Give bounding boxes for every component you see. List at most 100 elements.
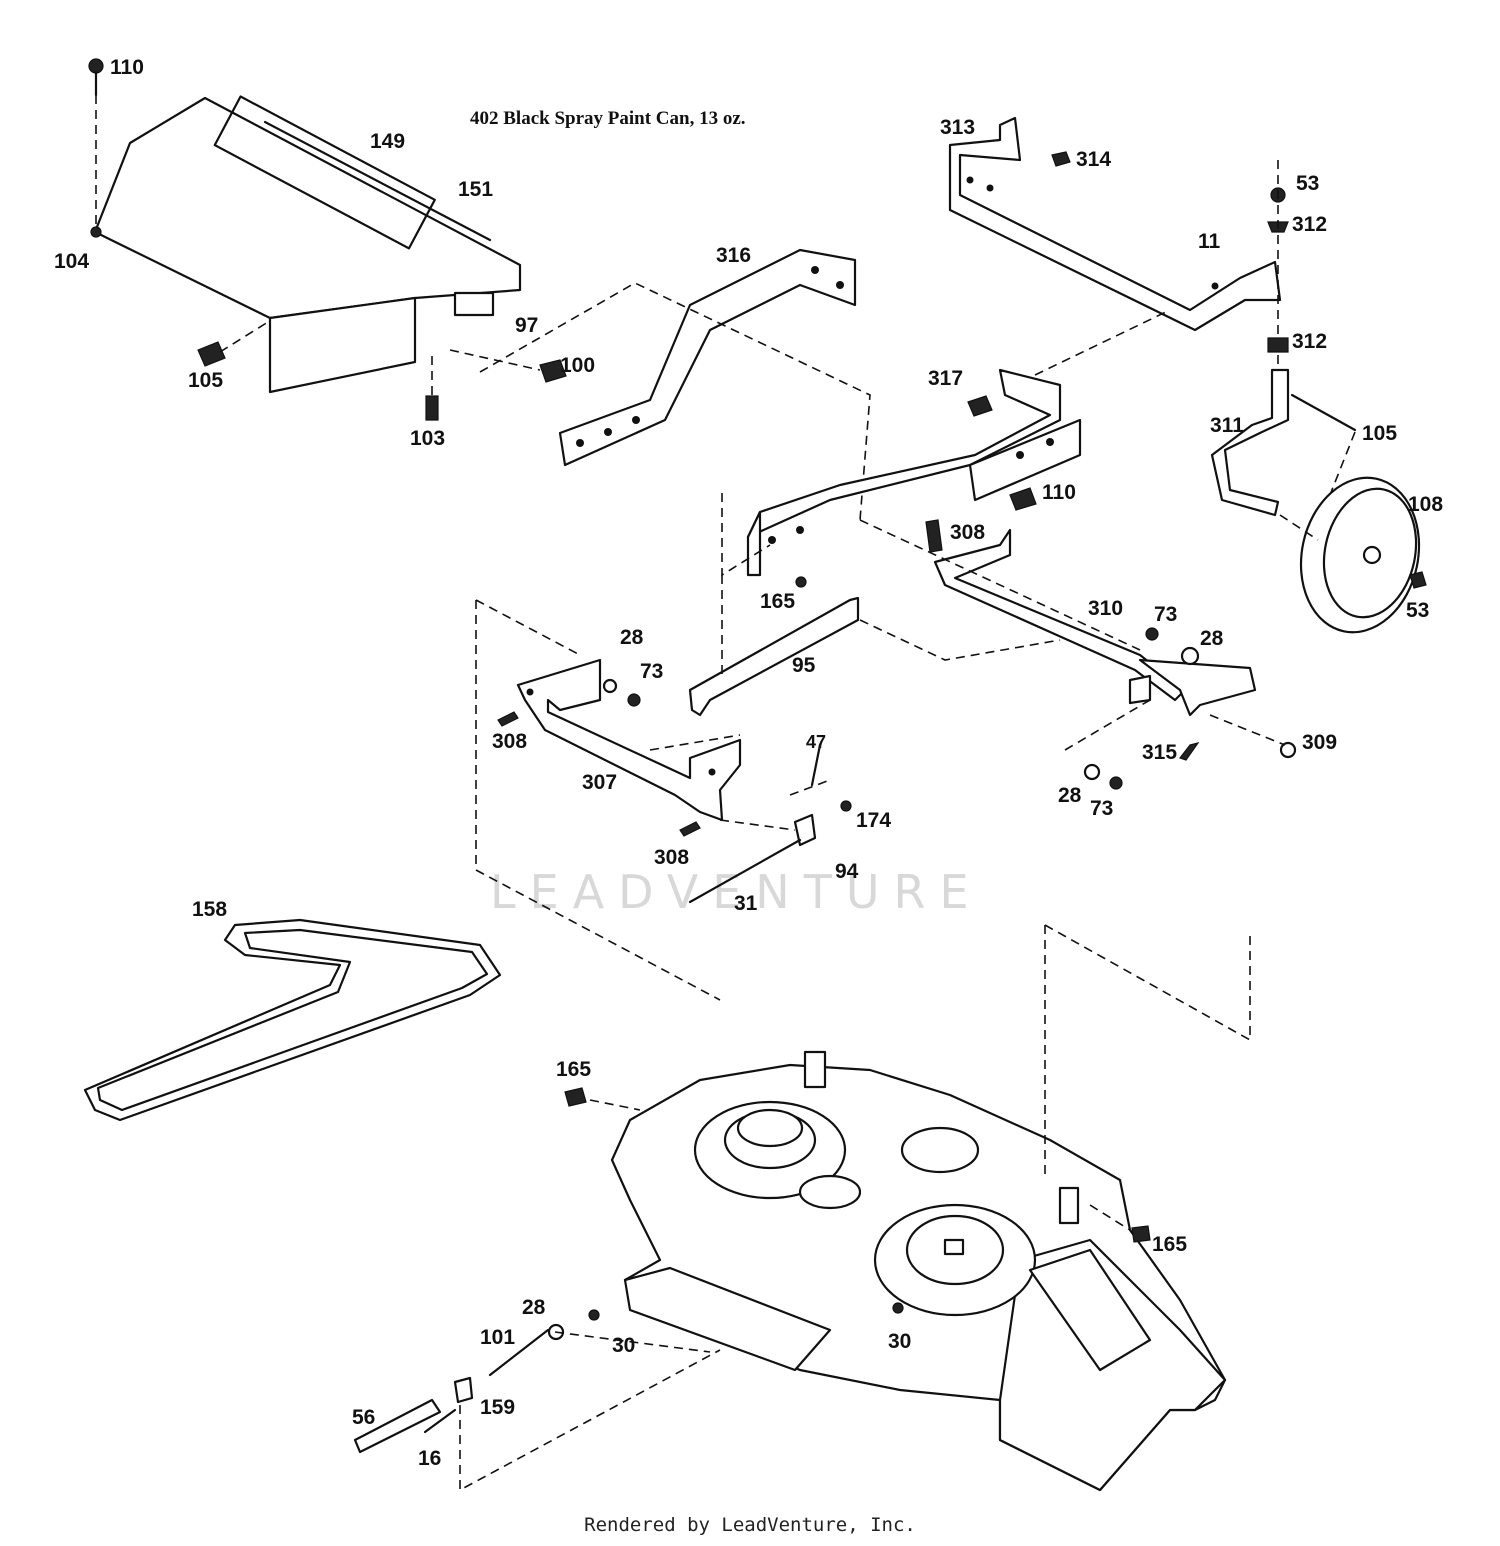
screw-165-link <box>795 576 807 588</box>
callout-28-right: 28 <box>1200 627 1224 650</box>
callout-94: 94 <box>835 860 859 883</box>
callout-47: 47 <box>806 732 826 752</box>
callout-30-spring: 30 <box>612 1334 635 1357</box>
callout-174: 174 <box>856 809 891 832</box>
callout-307: 307 <box>582 771 617 794</box>
screw-100 <box>539 359 567 383</box>
callout-103: 103 <box>410 427 445 450</box>
callout-110-top: 110 <box>110 56 144 79</box>
callout-312-bottom: 312 <box>1292 330 1327 353</box>
caster-fork-311 <box>1210 368 1290 517</box>
nut-30-deck <box>892 1302 904 1314</box>
callout-315: 315 <box>1142 741 1177 764</box>
callout-97: 97 <box>515 314 538 337</box>
screw-317 <box>967 395 993 417</box>
nut-73-right <box>1145 627 1159 641</box>
pin-315 <box>1179 742 1200 761</box>
callout-105: 105 <box>188 369 223 392</box>
callout-28-spring: 28 <box>522 1296 546 1319</box>
callout-308-top: 308 <box>950 521 985 544</box>
pin-16 <box>423 1408 457 1434</box>
callout-73-right: 73 <box>1154 603 1177 626</box>
washer-28-left <box>602 678 618 694</box>
screw-165-left <box>564 1087 587 1107</box>
callout-95: 95 <box>792 654 816 677</box>
callout-16: 16 <box>418 1447 441 1470</box>
nut-105 <box>197 341 226 367</box>
pin-308-bottom <box>679 821 701 837</box>
footer-credit: Rendered by LeadVenture, Inc. <box>584 1514 916 1536</box>
deck-tab-left <box>803 1050 827 1089</box>
idler-pulley <box>798 1126 980 1210</box>
nut-30-spring <box>588 1309 600 1321</box>
bolt-31 <box>688 838 802 904</box>
callout-165-right: 165 <box>1152 1233 1187 1256</box>
callout-labels: 110 149 151 104 97 105 100 103 316 313 3… <box>54 56 1443 1470</box>
deck-tab-right <box>1058 1186 1080 1225</box>
callout-317: 317 <box>928 367 963 390</box>
callout-101: 101 <box>480 1326 515 1349</box>
clip-103 <box>425 395 439 421</box>
pin-47 <box>810 743 822 787</box>
callout-28-left: 28 <box>620 626 644 649</box>
bracket-94 <box>793 813 817 847</box>
callout-165-link: 165 <box>760 590 795 613</box>
spring-101 <box>488 1328 550 1377</box>
nut-314 <box>1051 151 1071 167</box>
callout-53-top: 53 <box>1296 172 1319 195</box>
axle-310 <box>933 528 1257 717</box>
pin-308-left <box>497 711 519 727</box>
callout-310: 310 <box>1088 597 1123 620</box>
belt-158 <box>83 918 502 1122</box>
discharge-grate <box>1028 1248 1152 1372</box>
nut-73-left <box>627 693 641 707</box>
spindle-left <box>693 1100 847 1200</box>
callout-110-mid: 110 <box>1042 481 1076 504</box>
paint-note: 402 Black Spray Paint Can, 13 oz. <box>470 108 746 129</box>
screw-110-top <box>88 58 104 97</box>
callout-151: 151 <box>458 178 493 201</box>
callout-165-left: 165 <box>556 1058 591 1081</box>
screw-165-right <box>1131 1225 1151 1243</box>
callout-56: 56 <box>352 1406 375 1429</box>
bushing-312-bottom <box>1267 337 1289 353</box>
callout-308-left: 308 <box>492 730 527 753</box>
callout-73-lower: 73 <box>1090 797 1113 820</box>
rod-56 <box>353 1398 442 1454</box>
callout-28-lower: 28 <box>1058 784 1082 807</box>
callout-159: 159 <box>480 1396 515 1419</box>
nut-174 <box>840 800 852 812</box>
nut-73-lower <box>1109 776 1123 790</box>
bracket-307 <box>516 658 742 822</box>
pin-308-top <box>925 519 943 553</box>
mower-deck <box>610 1050 1227 1492</box>
spindle-right <box>873 1203 1037 1317</box>
callout-11: 11 <box>1198 230 1221 253</box>
washer-28-right <box>1180 646 1200 666</box>
bracket-159 <box>453 1376 474 1404</box>
bolt-105-caster <box>1290 393 1357 432</box>
screw-110-mid <box>1009 487 1037 511</box>
callout-313: 313 <box>940 116 975 139</box>
callout-108: 108 <box>1408 493 1443 516</box>
belt-cover <box>93 95 522 394</box>
link-95 <box>688 596 860 717</box>
washer-104 <box>90 226 102 238</box>
wheel-108 <box>1299 476 1421 634</box>
callout-149: 149 <box>370 130 405 153</box>
washer-28-lower <box>1083 763 1101 781</box>
callout-30-deck: 30 <box>888 1330 911 1353</box>
bracket-313 <box>948 116 1282 332</box>
callout-308-bottom: 308 <box>654 846 689 869</box>
callout-158: 158 <box>192 898 227 921</box>
bracket-316 <box>558 248 857 467</box>
callout-316: 316 <box>716 244 751 267</box>
pin-309 <box>1279 741 1297 759</box>
callout-31: 31 <box>734 892 758 915</box>
callout-311: 311 <box>1210 414 1244 437</box>
callout-309: 309 <box>1302 731 1337 754</box>
callout-314: 314 <box>1076 148 1111 171</box>
callout-104: 104 <box>54 250 89 273</box>
nut-53-wheel <box>1409 571 1427 589</box>
